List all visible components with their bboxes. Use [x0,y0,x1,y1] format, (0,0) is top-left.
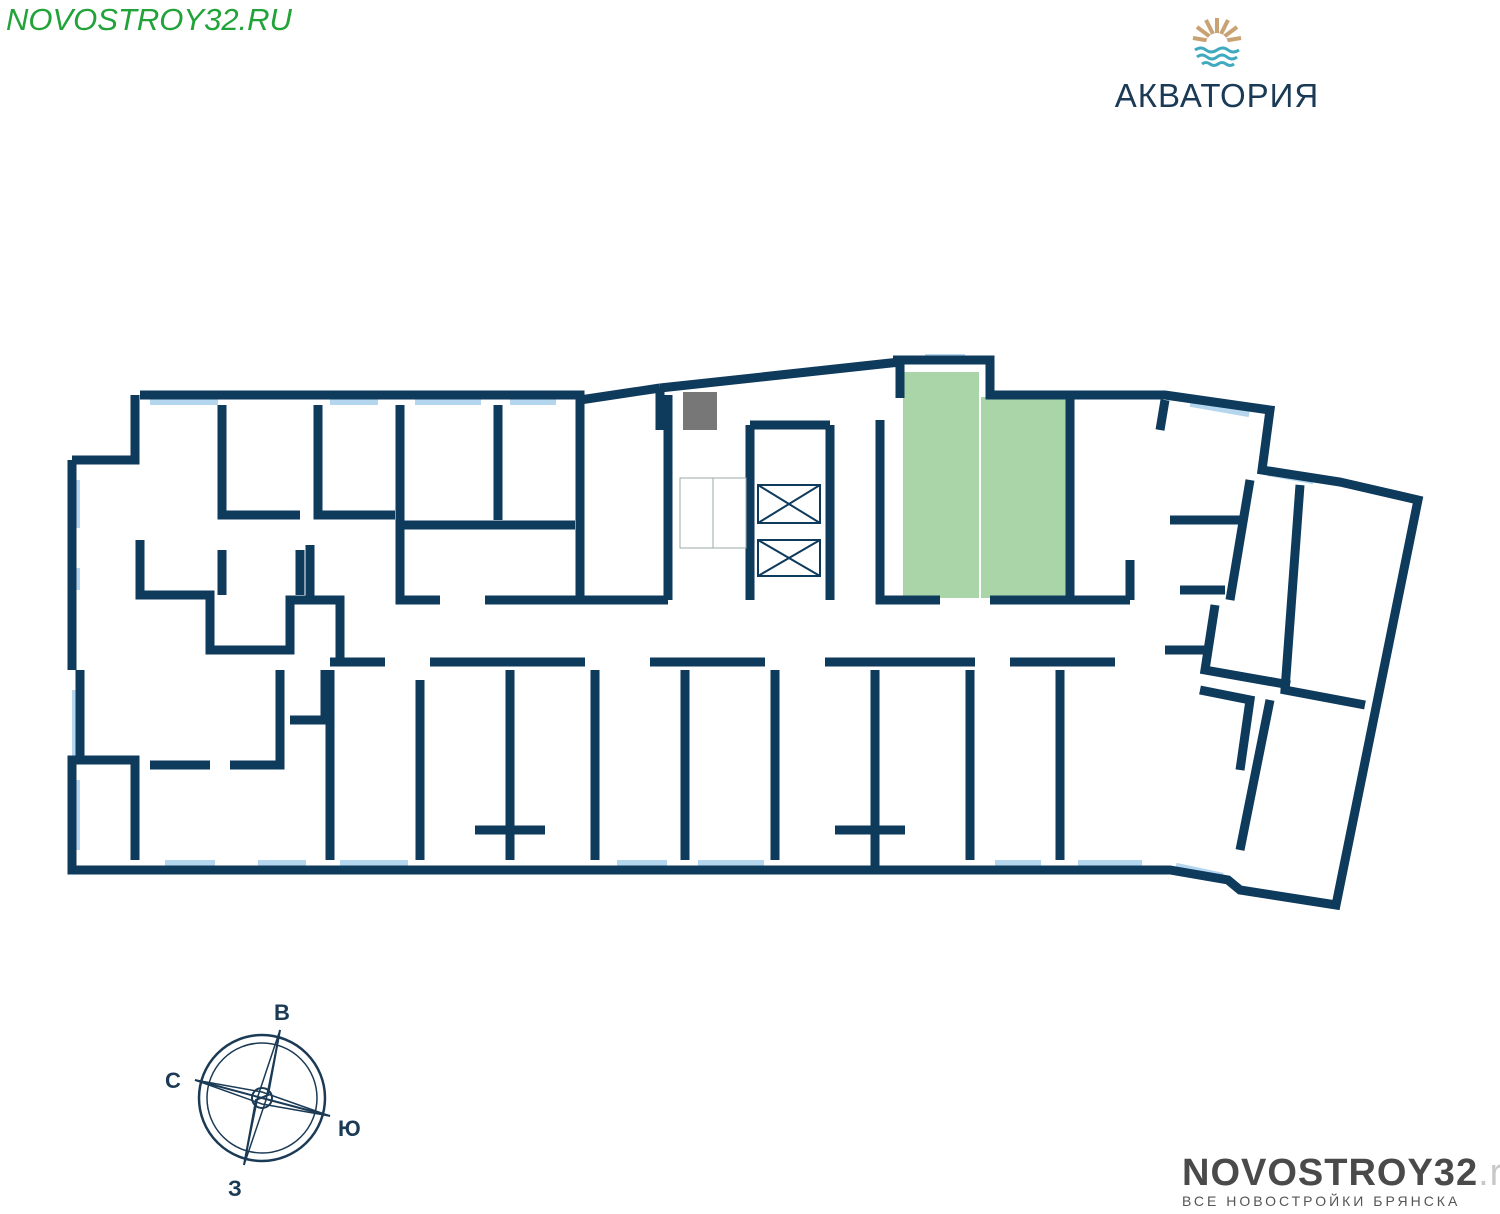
compass-label-north: С [165,1068,181,1093]
watermark-bottom: NOVOSTROY32.ru ВСЕ НОВОСТРОЙКИ БРЯНСКА [1182,1152,1500,1209]
watermark-tagline: ВСЕ НОВОСТРОЙКИ БРЯНСКА [1182,1193,1461,1209]
watermark-brand: NOVOSTROY32 [1182,1152,1479,1194]
shaft [683,392,717,430]
outer-walls [67,355,1424,911]
compass-label-east: В [274,1000,290,1025]
elevators [757,484,821,577]
watermark-top: NOVOSTROY32.RU [6,2,292,37]
compass-label-west: З [228,1176,242,1201]
logo-name: АКВАТОРИЯ [1114,77,1320,114]
highlighted-apartment-room[interactable] [981,397,1071,598]
compass-rose [194,1029,331,1166]
watermark-tld: .ru [1478,1152,1500,1194]
akvatoriya-logo: АКВАТОРИЯ [1092,14,1342,115]
sun-wave-icon [1192,18,1242,67]
interior-walls [80,395,1366,870]
highlighted-apartment[interactable] [903,372,979,598]
compass-label-south: Ю [338,1116,361,1141]
windows [72,354,1315,883]
stairs [679,477,747,549]
